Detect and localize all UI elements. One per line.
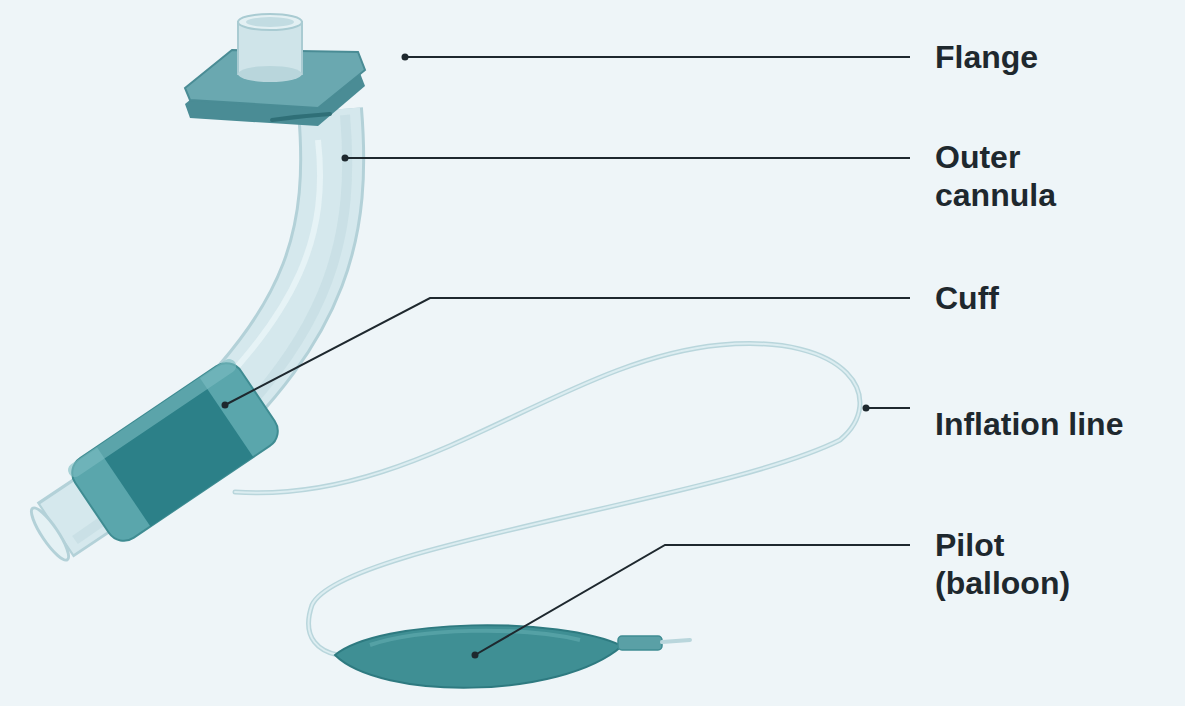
part-label: Flange (935, 38, 1135, 76)
hub-top (238, 14, 302, 30)
hub-base (238, 66, 302, 82)
leader-line (405, 56, 910, 58)
leader-lines (225, 57, 910, 655)
part-label: Inflation line (935, 405, 1135, 443)
part-label: Pilot (balloon) (935, 526, 1135, 602)
leader-dot (222, 402, 229, 409)
cuff (65, 356, 284, 547)
leader-dots (222, 54, 870, 659)
hub-opening (246, 17, 294, 27)
leader-dot (402, 54, 409, 61)
leader-line (225, 298, 910, 405)
leader-line (475, 545, 910, 655)
inflation-line (235, 344, 860, 655)
pilot-valve (618, 636, 662, 650)
leader-line (866, 407, 910, 409)
pilot-balloon-highlight (370, 631, 580, 645)
valve-stub (662, 640, 690, 642)
flange-slot (272, 114, 330, 120)
leader-dot (342, 155, 349, 162)
part-label: Outer cannula (935, 138, 1135, 214)
leader-line (345, 157, 910, 159)
leader-dot (863, 405, 870, 412)
part-label: Cuff (935, 279, 1135, 317)
tube-tip (26, 504, 74, 564)
leader-dot (472, 652, 479, 659)
pilot-balloon (335, 625, 622, 687)
inflation-line-highlight (235, 344, 860, 655)
